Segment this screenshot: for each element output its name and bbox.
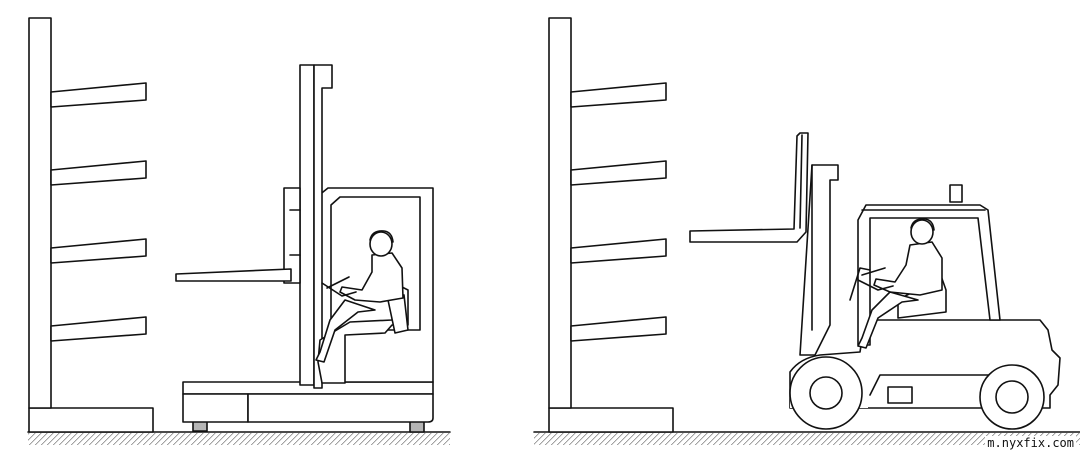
left-ground: [27, 431, 451, 445]
right-step-plate: [887, 386, 913, 404]
right-cantilever-rack: [548, 17, 674, 433]
left-mast-head: [313, 64, 333, 389]
right-counterbalance-forklift: [689, 132, 1061, 430]
right-operator-icon: [849, 218, 947, 349]
left-rack-arm: [50, 238, 147, 264]
left-operator-legs: [315, 299, 376, 363]
left-rack-column: [28, 17, 52, 409]
right-mast: [799, 164, 839, 356]
right-rack-column: [548, 17, 572, 409]
right-beacon: [949, 184, 963, 203]
right-rack-arm: [570, 160, 667, 186]
left-fork: [175, 268, 292, 282]
right-rack-base: [548, 407, 674, 433]
right-operator-head: [910, 219, 934, 245]
right-fork: [689, 132, 809, 243]
right-scene: [533, 17, 1080, 445]
left-chassis-box: [182, 393, 249, 423]
right-rack-arm: [570, 316, 667, 342]
right-front-wheel: [789, 356, 863, 430]
left-cantilever-rack: [28, 17, 154, 433]
right-rear-wheel: [979, 364, 1045, 430]
right-rack-arm: [570, 82, 667, 108]
left-operator-icon: [315, 230, 409, 384]
left-mast-outer: [299, 64, 315, 386]
left-fork-carriage: [283, 187, 301, 284]
right-operator-legs: [857, 291, 919, 349]
left-side-loader-forklift: [175, 64, 434, 433]
left-chassis-body: [247, 393, 434, 423]
left-scene: [27, 17, 451, 445]
left-rack-arm: [50, 82, 147, 108]
watermark-text: m.nyxfix.com: [985, 436, 1076, 450]
left-rack-base: [28, 407, 154, 433]
left-operator-torso: [339, 252, 404, 303]
left-operator-head: [369, 231, 393, 257]
left-rack-arm: [50, 160, 147, 186]
left-rack-arm: [50, 316, 147, 342]
right-rack-arm: [570, 238, 667, 264]
